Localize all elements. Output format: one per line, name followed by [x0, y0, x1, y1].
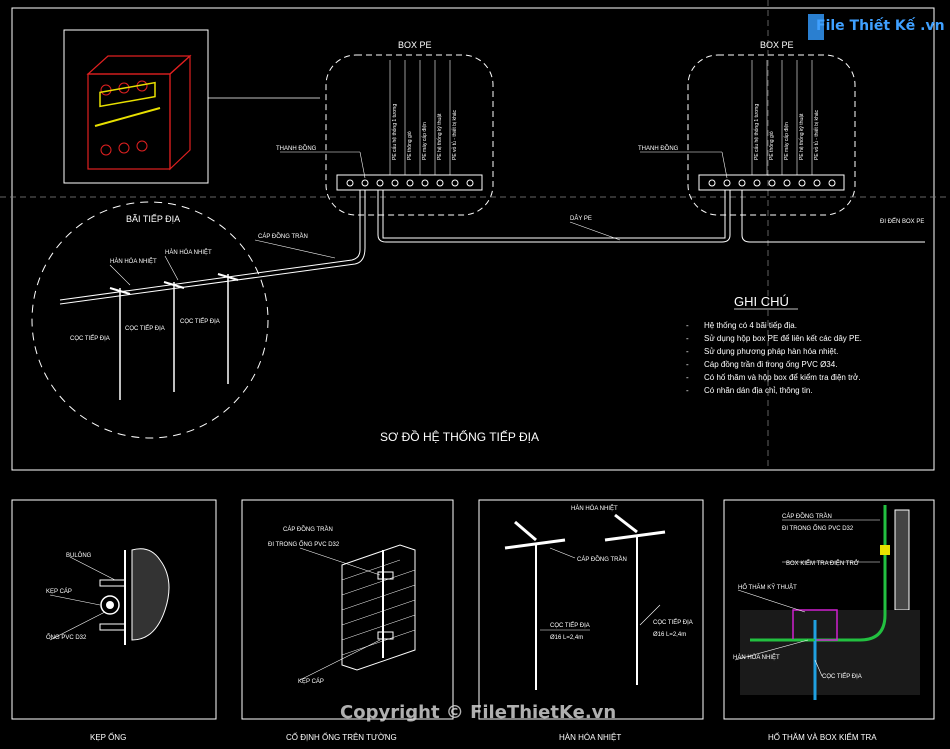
d4-box-kiem-tra-label: BOX KIỂM TRA ĐIỆN TRỞ — [786, 559, 859, 567]
watermark-logo: File Thiết Kế .vn — [808, 14, 945, 40]
thanh-dong-right-label: THANH ĐỒNG — [638, 145, 679, 152]
thanh-dong-left-label: THANH ĐỒNG — [276, 145, 317, 152]
d3-coc-2-label: CỌC TIẾP ĐỊA — [653, 619, 693, 626]
day-pe-label: DÂY PE — [570, 215, 592, 222]
d4-ho-tham-label: HỐ THĂM KỸ THUẬT — [738, 584, 797, 591]
coc-tiep-dia-label-2: CỌC TIẾP ĐỊA — [125, 325, 165, 332]
han-hoa-nhiet-label-2: HÀN HÓA NHIỆT — [165, 248, 212, 256]
main-panel-frame — [11, 7, 935, 471]
detail-panel-4 — [723, 499, 935, 720]
notes-bullets: - - - - - - — [686, 308, 798, 395]
d3-caption: HÀN HÓA NHIỆT — [559, 733, 621, 742]
pe-label-2-right: PE thông gió — [769, 131, 775, 160]
d1-kep-cap-label: KẸP CÁP — [46, 588, 72, 595]
box-pe-right — [640, 54, 856, 216]
watermark-logo-text: File Thiết Kế .vn — [816, 17, 945, 34]
pe-label-4-left: PE hệ thống kỹ thuật — [437, 113, 443, 160]
note-item-2: Sử dụng hộp box PE để liên kết các dây P… — [704, 334, 862, 343]
pe-label-4-right: PE hệ thống kỹ thuật — [799, 113, 805, 160]
detail-panel-2 — [241, 499, 454, 720]
note-item-6: Có nhãn dán địa chỉ, thông tin. — [704, 386, 813, 395]
pe-label-5-left: PE vỏ tủ - thiết bị khác — [451, 109, 458, 160]
box-pe-left-label: BOX PE — [398, 40, 432, 50]
d3-han-hoa-nhiet-label: HÀN HÓA NHIỆT — [571, 504, 618, 512]
inspection-pit-drawing — [734, 505, 920, 700]
d4-cap-dong-tran-label: CÁP ĐỒNG TRẦN — [782, 513, 832, 520]
coc-tiep-dia-label-1: CỌC TIẾP ĐỊA — [70, 335, 110, 342]
watermark-copyright: Copyright © FileThietKe.vn — [340, 702, 616, 723]
note-item-1: Hệ thống có 4 bãi tiếp địa. — [704, 321, 797, 330]
d3-coc-2-spec: Ø16 L=2,4m — [653, 632, 686, 638]
note-item-4: Cáp đồng trần đi trong ống PVC Ø34. — [704, 360, 837, 369]
pe-label-3-right: PE máy cấp điện — [784, 122, 790, 160]
pe-label-1-right: PE cấu hệ thống 1 tương — [754, 104, 760, 160]
d3-cap-dong-tran-label: CÁP ĐỒNG TRẦN — [577, 556, 627, 563]
svg-text:-: - — [686, 334, 689, 343]
notes-heading: GHI CHÚ — [734, 294, 789, 309]
box-pe-left — [280, 54, 494, 216]
pe-label-2-left: PE thông gió — [407, 131, 413, 160]
pe-label-5-right: PE vỏ tủ - thiết bị khác — [813, 109, 820, 160]
han-hoa-nhiet-label-1: HÀN HÓA NHIỆT — [110, 257, 157, 265]
d3-coc-1-spec: Ø16 L=2,4m — [550, 635, 583, 641]
di-den-box-pe-label: ĐI ĐẾN BOX PE — [880, 218, 924, 225]
note-item-5: Có hố thăm và hộp box để kiểm tra điện t… — [704, 373, 860, 382]
detail-panel-3 — [478, 499, 704, 720]
d2-cap-dong-tran-label: CÁP ĐỒNG TRẦN — [283, 526, 333, 533]
d2-di-trong-ong-label: ĐI TRONG ỐNG PVC D32 — [268, 541, 340, 548]
detail-panel-1 — [11, 499, 217, 720]
pe-label-1-left: PE cấu hệ thống 1 tương — [392, 104, 398, 160]
d3-coc-1-label: CỌC TIẾP ĐỊA — [550, 622, 590, 629]
box-pe-right-label: BOX PE — [760, 40, 794, 50]
d1-ong-pvc-label: ỐNG PVC D32 — [46, 634, 87, 641]
pe-label-3-left: PE máy cấp điện — [422, 122, 428, 160]
d4-di-trong-ong-label: ĐI TRONG ỐNG PVC D32 — [782, 525, 854, 532]
note-item-3: Sử dụng phương pháp hàn hóa nhiệt. — [704, 347, 838, 356]
svg-text:-: - — [686, 373, 689, 382]
cable-routing — [59, 190, 925, 305]
svg-text:-: - — [686, 386, 689, 395]
coc-tiep-dia-label-3: CỌC TIẾP ĐỊA — [180, 318, 220, 325]
svg-text:-: - — [686, 360, 689, 369]
brick-wall-drawing — [299, 544, 416, 681]
thermal-weld-drawing — [504, 513, 666, 690]
bai-tiep-dia-label: BÃI TIẾP ĐỊA — [126, 214, 180, 224]
d1-caption: KẸP ỐNG — [90, 732, 126, 742]
svg-text:-: - — [686, 347, 689, 356]
main-title: SƠ ĐỒ HỆ THỐNG TIẾP ĐỊA — [380, 429, 539, 444]
d2-kep-cap-label: KẸP CÁP — [298, 678, 324, 685]
d4-han-hoa-nhiet-label: HÀN HÓA NHIỆT — [733, 653, 780, 661]
d4-caption: HỐ THĂM VÀ BOX KIỂM TRA — [768, 732, 877, 742]
grounding-field — [31, 201, 269, 439]
cap-dong-tran-label: CÁP ĐỒNG TRẦN — [258, 233, 308, 240]
pipe-clamp-drawing — [49, 548, 170, 645]
d4-coc-tiep-dia-label: CỌC TIẾP ĐỊA — [822, 673, 862, 680]
svg-text:-: - — [686, 321, 689, 330]
d2-caption: CỐ ĐỊNH ỐNG TRÊN TƯỜNG — [286, 732, 397, 742]
d1-bulong-label: BULÔNG — [66, 552, 92, 559]
box-pe-3d-thumbnail — [63, 29, 320, 184]
